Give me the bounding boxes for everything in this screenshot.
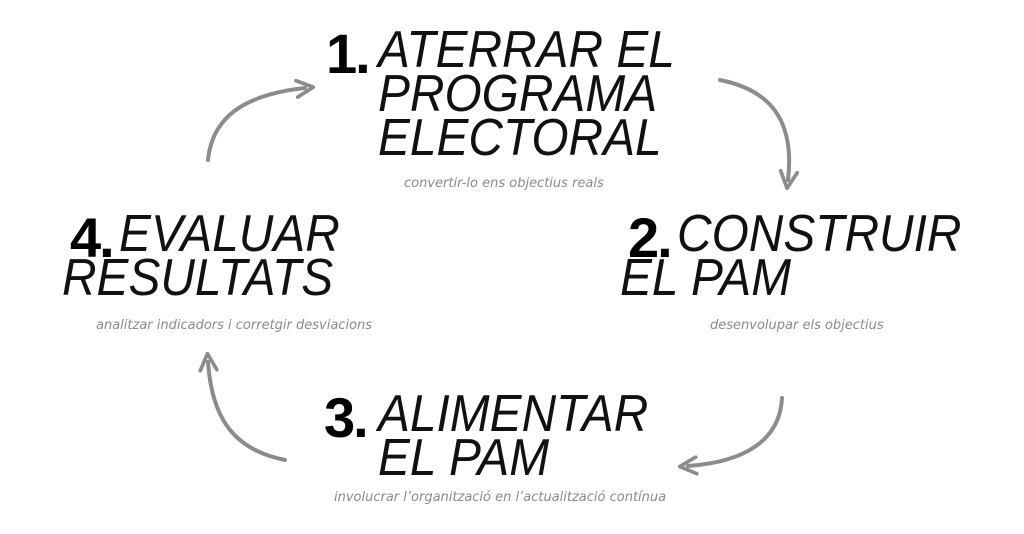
step-4: 4. EVALUAR RESULTATS	[62, 205, 364, 307]
step-2-title: 2. CONSTRUIR EL PAM	[620, 205, 991, 307]
step-1-title-line: ATERRAR EL	[378, 21, 675, 79]
step-4-title: 4. EVALUAR RESULTATS	[62, 205, 364, 307]
arrow-4-to-1	[206, 88, 305, 162]
step-4-number: 4.	[70, 206, 115, 269]
step-1-title-line: ELECTORAL	[378, 109, 662, 167]
step-1-title-line: PROGRAMA	[378, 65, 658, 123]
step-3-title-line: EL PAM	[378, 429, 550, 487]
step-4-subtitle: analitzar indicadors i corretgir desviac…	[96, 318, 373, 333]
arrow-3-to-4	[208, 362, 287, 462]
step-2-subtitle: desenvolupar els objectius	[710, 318, 884, 333]
step-1: 1. ATERRAR EL PROGRAMA ELECTORAL	[326, 21, 701, 167]
step-2: 2. CONSTRUIR EL PAM	[620, 205, 991, 307]
step-4-title-line: EVALUAR	[119, 205, 340, 263]
step-3-title: 3. ALIMENTAR EL PAM	[324, 385, 672, 487]
step-3-number: 3.	[324, 386, 369, 449]
step-3-title-line: ALIMENTAR	[378, 385, 649, 443]
step-2-title-line: EL PAM	[620, 249, 792, 307]
step-4-title-line: RESULTATS	[62, 249, 334, 307]
step-2-number: 2.	[628, 206, 673, 269]
arrow-2-to-3	[688, 396, 784, 466]
step-2-title-line: CONSTRUIR	[677, 205, 962, 263]
step-1-title: 1. ATERRAR EL PROGRAMA ELECTORAL	[326, 21, 701, 167]
step-1-number: 1.	[326, 22, 371, 85]
step-3-subtitle: involucrar l’organització en l’actualitz…	[334, 490, 667, 505]
arrow-1-to-2	[718, 78, 789, 180]
step-3: 3. ALIMENTAR EL PAM	[324, 385, 672, 487]
step-1-subtitle: convertir-lo ens objectius reals	[404, 176, 604, 191]
